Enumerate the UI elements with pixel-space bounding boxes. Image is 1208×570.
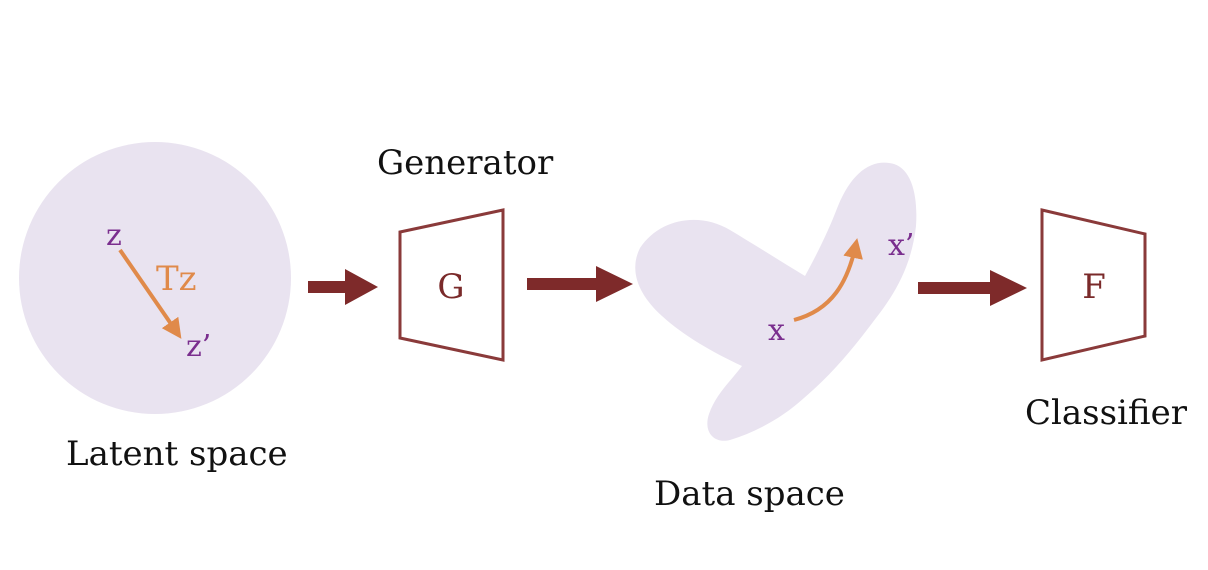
data-x-label: x (768, 313, 785, 348)
latent-transform-label: Tz (156, 259, 197, 299)
generator-caption: Generator (377, 143, 554, 183)
latent-space-caption: Latent space (66, 434, 288, 474)
generator-box (398, 208, 505, 362)
data-transform-arrow (793, 238, 863, 322)
latent-transform-arrow (118, 248, 182, 339)
classifier-caption: Classifier (1025, 393, 1188, 433)
arrow-latent-to-generator (308, 269, 378, 305)
latent-z-prime-label: z’ (186, 329, 211, 364)
classifier-letter: F (1082, 267, 1106, 307)
data-x-prime-label: x’ (888, 228, 914, 263)
latent-z-label: z (106, 218, 122, 253)
classifier-box (1040, 208, 1147, 362)
arrow-data-to-classifier (918, 270, 1027, 306)
latent-space-disk (19, 142, 291, 414)
data-space-caption: Data space (654, 474, 845, 514)
arrow-generator-to-data (527, 266, 633, 302)
data-space-region (635, 162, 917, 441)
generator-letter: G (437, 267, 464, 307)
